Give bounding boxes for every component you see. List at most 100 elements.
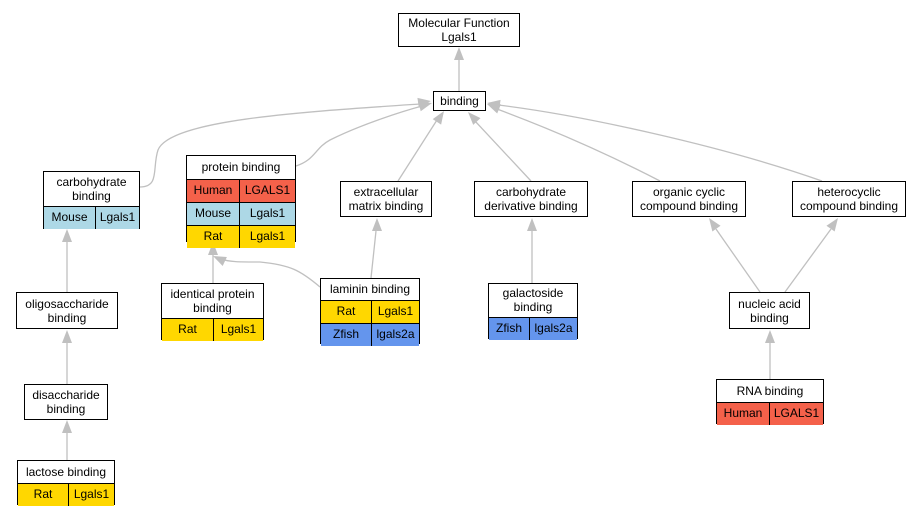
species-row: Zfish lgals2a [321,323,419,346]
gene-cell: Lgals1 [213,319,263,341]
edge-line [139,103,421,188]
node-title: nucleic acid binding [738,297,801,325]
node-ecm-binding[interactable]: extracellular matrix binding [340,181,432,217]
species-cell: Mouse [194,206,232,220]
edge-line [397,119,438,182]
arrowhead-icon [826,218,838,232]
node-title: oligosaccharide binding [25,297,109,325]
edge-carb-deriv-binding [468,112,532,182]
edge-line [295,105,423,167]
node-carb-deriv-binding[interactable]: carbohydrate derivative binding [474,181,588,217]
edge-disaccharide [62,330,72,384]
species-row: Rat Lgals1 [162,318,263,341]
node-title: galactoside binding [502,286,564,314]
node-title: Molecular Function Lgals1 [408,16,510,44]
arrowhead-icon [208,242,218,255]
edge-lactose [62,420,72,460]
edge-line [497,104,823,182]
arrowhead-icon [213,256,227,267]
species-cell: Zfish [332,327,359,341]
node-title: disaccharide binding [32,388,100,416]
edge-galactoside [527,218,537,283]
node-title: carbohydrate binding [56,175,127,203]
node-title: identical protein binding [170,287,255,315]
edge-protein-binding [295,101,432,167]
node-root[interactable]: Molecular Function Lgals1 [398,13,520,47]
arrowhead-icon [454,47,464,60]
species-row: Mouse Lgals1 [44,206,139,229]
node-oligosaccharide[interactable]: oligosaccharide binding [16,292,118,329]
edge-nucleic-organic [709,218,761,293]
species-cell: Zfish [495,321,522,335]
node-disaccharide[interactable]: disaccharide binding [24,384,108,420]
arrowhead-icon [468,112,481,125]
arrowhead-icon [62,229,72,242]
gene-cell: Lgals1 [239,226,295,248]
arrowhead-icon [62,420,72,433]
edge-line [784,228,832,293]
edge-rna-binding [765,330,775,379]
edge-line [370,230,377,279]
node-title: carbohydrate derivative binding [484,185,578,213]
node-title: lactose binding [25,465,107,479]
arrowhead-icon [527,218,537,231]
node-title: protein binding [201,160,281,174]
node-binding[interactable]: binding [433,91,486,111]
species-cell: Rat [203,229,223,243]
species-cell: Rat [178,322,197,336]
gene-cell: Lgals1 [68,484,114,506]
gene-cell: lgals2a [529,318,577,340]
arrowhead-icon [372,218,382,231]
species-row: Rat Lgals1 [321,300,419,323]
node-title: organic cyclic compound binding [639,185,739,213]
species-cell: Human [193,183,233,197]
gene-cell: Lgals1 [371,301,419,323]
arrowhead-icon [765,330,775,343]
edge-line [221,258,321,288]
edge-nucleic-heterocyclic [784,218,838,293]
edge-line [496,108,661,182]
edge-heterocyclic [487,99,823,182]
edge-binding-root [454,47,464,91]
node-title: heterocyclic compound binding [799,185,899,213]
species-row: Rat Lgals1 [187,225,295,248]
species-row: Human LGALS1 [717,402,823,425]
node-organic-cyclic[interactable]: organic cyclic compound binding [632,181,746,217]
edge-organic-cyclic [487,104,661,182]
node-heterocyclic[interactable]: heterocyclic compound binding [792,181,906,217]
edge-ecm-binding [397,111,444,182]
node-nucleic-acid[interactable]: nucleic acid binding [729,292,810,329]
gene-cell: lgals2a [371,324,419,346]
edge-laminin-protein [213,256,321,288]
arrowhead-icon [432,111,444,125]
edge-identical-protein [208,242,218,283]
edge-line [474,120,532,182]
gene-cell: LGALS1 [769,403,823,425]
edge-laminin-ecm [370,218,382,279]
species-cell: Rat [336,304,356,318]
species-row: Zfish lgals2a [489,317,577,340]
node-title: extracellular matrix binding [348,185,424,213]
gene-cell: Lgals1 [95,207,139,229]
edge-line [715,228,761,293]
arrowhead-icon [62,330,72,343]
edge-oligosaccharide [62,229,72,292]
arrowhead-icon [487,99,501,110]
node-title: laminin binding [329,282,411,296]
gene-cell: LGALS1 [239,180,295,202]
species-cell: Mouse [51,210,88,224]
species-row: Human LGALS1 [187,179,295,202]
species-cell: Human [723,406,763,420]
arrowhead-icon [418,101,432,112]
arrowhead-icon [709,218,721,232]
node-title: RNA binding [736,384,804,398]
